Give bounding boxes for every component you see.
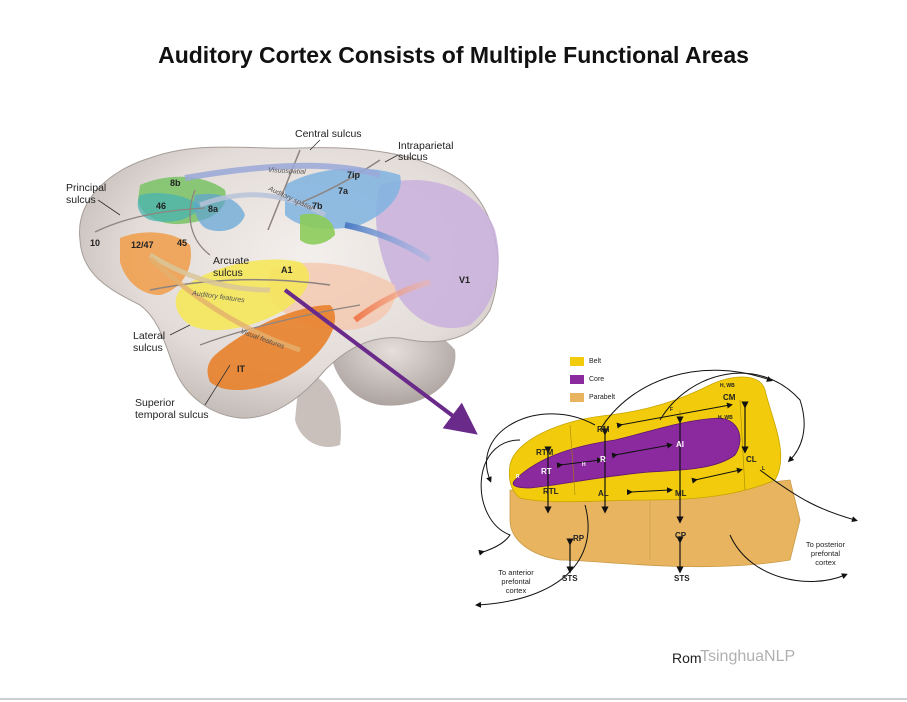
intraparietal-sulcus-label-2: sulcus: [398, 151, 428, 163]
central-sulcus-label: Central sulcus: [295, 128, 362, 140]
arrow-al-ml: [626, 487, 673, 496]
region-sts-label-1: STS: [562, 574, 578, 583]
parietal-region: [285, 168, 401, 229]
mark-hwb-2: H, WB: [718, 415, 733, 421]
region-cp-label: CP: [675, 531, 687, 540]
region-al-label: AL: [598, 489, 609, 498]
page-title: Auditory Cortex Consists of Multiple Fun…: [158, 42, 749, 68]
principal-sulcus-line: [94, 207, 206, 233]
area-12-47-label: 12/47: [131, 240, 154, 250]
target-anterior-3: cortex: [505, 586, 527, 595]
citation: Rom: [672, 650, 702, 666]
v1-blue-arrow: [344, 222, 432, 263]
area-a1-label: A1: [281, 265, 293, 275]
region-r-small-label: R: [516, 474, 520, 480]
region-sts-label-2: STS: [674, 574, 690, 583]
arcuate-sulcus-label-1: Arcuate: [213, 255, 250, 267]
arcuate-sulcus-line: [189, 189, 211, 256]
area-45-label: 45: [177, 238, 188, 248]
watermark: TsinghuaNLP: [700, 648, 796, 665]
superior-temporal-sulcus-label-1: Superior: [135, 397, 175, 409]
pointer-arrow: [283, 288, 478, 435]
arrow-rt-r: [556, 457, 603, 469]
region-rtm-label: RTM: [536, 448, 554, 457]
intraparietal-sulcus-label-1: Intraparietal: [398, 140, 454, 152]
curve-right-1: [759, 469, 858, 523]
principal-sulcus-label-2: sulcus: [66, 194, 96, 206]
lateral-sulcus-line: [149, 278, 331, 291]
legend-belt-label: Belt: [589, 358, 602, 365]
a1-region: [175, 259, 310, 331]
mark-f: F: [670, 407, 674, 413]
visuospatial-label: Visuospatial: [268, 167, 306, 176]
region-cm-label: CM: [723, 393, 736, 402]
region-rtl-label: RTL: [543, 487, 559, 496]
area-10-label: 10: [90, 238, 101, 248]
region-r-label: R: [600, 455, 606, 464]
target-posterior-1: To posterior: [805, 540, 846, 549]
v1-orange-arrow: [353, 279, 431, 323]
it-region: [207, 305, 336, 391]
region-ai-label: AI: [676, 440, 684, 449]
lateral-sulcus-label-1: Lateral: [133, 330, 166, 342]
region-ml-label: ML: [675, 489, 687, 498]
area-8b-label: 8b: [170, 178, 181, 188]
area-8a-label: 8a: [208, 204, 219, 214]
legend-belt-swatch: [570, 357, 584, 366]
area-7a-label: 7a: [338, 186, 349, 196]
area-7ip-label: 7ip: [347, 170, 361, 180]
principal-callout: [97, 199, 121, 216]
central-sulcus-line: [267, 149, 301, 231]
legend-core-label: Core: [589, 376, 605, 383]
legend-parabelt-label: Parabelt: [589, 394, 616, 401]
area-v1-label: V1: [459, 275, 471, 285]
auditory-spatial-stream-arrow: [199, 192, 327, 218]
mark-hwb-1: H, WB: [720, 383, 735, 389]
curve-bottom-left: [475, 504, 589, 608]
visuospatial-stream-arrow: [184, 162, 381, 181]
slide-bottom-border: [0, 698, 907, 700]
region-cl-label: CL: [746, 455, 757, 464]
legend-parabelt-swatch: [570, 393, 584, 402]
lateral-callout: [169, 324, 191, 336]
target-posterior-3: cortex: [815, 558, 836, 567]
region-46: [137, 193, 200, 222]
auditory-features-stream-arrow: [148, 252, 271, 293]
area-46-label: 46: [156, 201, 167, 211]
region-rt-label: RT: [541, 467, 552, 476]
sts-callout: [204, 364, 231, 406]
region-rp-label: RP: [573, 534, 585, 543]
principal-sulcus-label-1: Principal: [66, 182, 107, 194]
curve-left-1: [478, 439, 521, 556]
target-anterior-1: To anterior: [498, 568, 534, 577]
arrow-ml-cl: [691, 467, 743, 484]
sts-line: [199, 304, 361, 346]
arrow-rm-cm: [616, 402, 733, 429]
visual-features-stream-arrow: [148, 256, 301, 353]
curve-top-2: [659, 372, 805, 463]
region-rm-label: RM: [597, 425, 610, 434]
lateral-sulcus-label-2: sulcus: [133, 342, 163, 354]
area-7b-label: 7b: [312, 201, 323, 211]
superior-temporal-sulcus-label-2: temporal sulcus: [135, 409, 209, 421]
region-7b-green: [300, 213, 335, 245]
target-anterior-2: prefontal: [501, 577, 531, 586]
curve-bottom-right: [729, 534, 848, 582]
central-callout: [309, 139, 321, 151]
area-it-label: IT: [237, 364, 245, 374]
arrow-r-ai: [611, 442, 673, 459]
legend-core-swatch: [570, 375, 584, 384]
curve-left-2: [486, 413, 596, 483]
intraparietal-callout: [384, 154, 399, 163]
mark-h: H: [582, 462, 586, 468]
mark-l: L: [762, 466, 766, 472]
arcuate-sulcus-label-2: sulcus: [213, 267, 243, 279]
target-posterior-2: prefontal: [810, 549, 841, 558]
